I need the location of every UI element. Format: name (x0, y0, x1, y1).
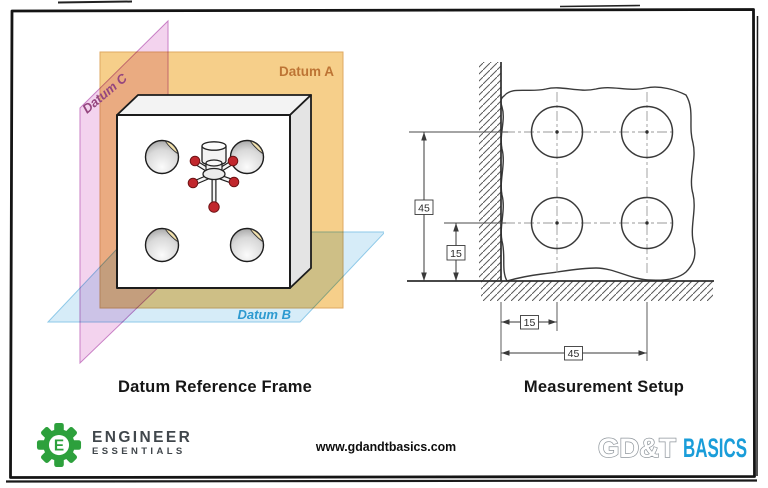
hole-top-left (144, 139, 180, 175)
hole-bottom-right (229, 227, 265, 263)
probe-hub (202, 167, 226, 181)
datum-a-label: Datum A (279, 64, 334, 79)
dim-vertical-outer: 45 (414, 132, 434, 281)
floor-hatch (481, 281, 713, 301)
gdt-outline-text: GD&T (598, 433, 677, 463)
part-outline (500, 86, 696, 282)
gear-icon: E (36, 422, 82, 468)
dim-label-15-horizontal: 15 (524, 317, 536, 329)
right-caption: Measurement Setup (523, 378, 685, 396)
dim-horizontal-outer: 45 (501, 346, 647, 361)
dim-vertical-inner: 15 (446, 223, 466, 281)
probe-head (201, 141, 227, 151)
brand-name-line1: ENGINEER (92, 429, 193, 446)
gdt-basics-logo: GD&T BASICS (597, 430, 750, 469)
dim-label-15-vertical: 15 (450, 248, 462, 260)
block-right-face (289, 94, 312, 289)
basics-text: BASICS (683, 433, 747, 463)
gear-letter: E (54, 438, 64, 455)
block-top-face (116, 94, 312, 116)
dim-label-45-vertical: 45 (418, 203, 430, 215)
engineer-essentials-logo: E ENGINEER ESSENTIALS (36, 420, 256, 474)
left-caption: Datum Reference Frame (117, 378, 313, 396)
website-url: www.gdandtbasics.com (315, 439, 457, 454)
block-front-face (116, 114, 291, 289)
dim-horizontal-inner: 15 (501, 315, 557, 330)
datum-b-label: Datum B (238, 307, 291, 322)
measurement-setup-drawing: 45 15 15 45 (407, 62, 714, 361)
wall-hatch (479, 62, 501, 281)
brand-name-line2: ESSENTIALS (92, 446, 186, 457)
datum-reference-frame-illustration: Datum A Datum C (46, 19, 384, 365)
dim-label-45-horizontal: 45 (568, 348, 580, 360)
hole-bottom-left (144, 227, 180, 263)
